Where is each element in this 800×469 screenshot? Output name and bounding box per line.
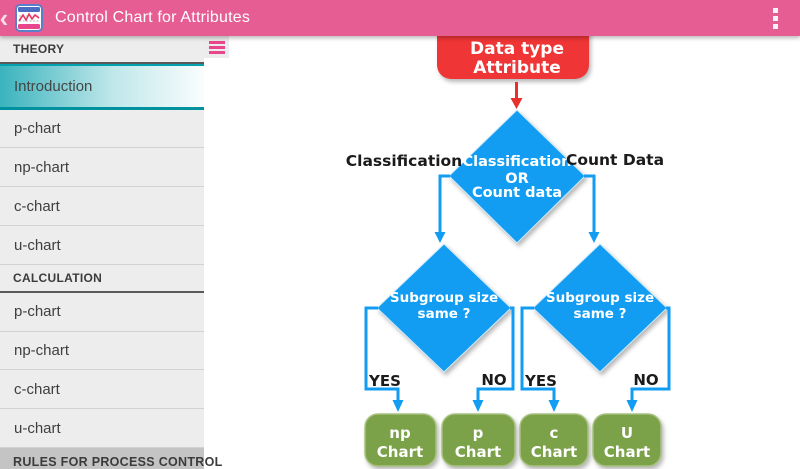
- label-yes-left: YES: [368, 372, 401, 390]
- hamburger-icon: [208, 40, 225, 44]
- flow-branch-right-yes: [520, 306, 560, 412]
- svg-text:Attribute: Attribute: [473, 58, 561, 78]
- label-no-right: NO: [633, 371, 658, 389]
- svg-text:Subgroup size: Subgroup size: [390, 290, 498, 306]
- svg-text:np: np: [389, 424, 411, 442]
- svg-text:OR: OR: [505, 171, 529, 187]
- svg-text:Chart: Chart: [377, 443, 423, 461]
- sidebar-item-p-chart-calc[interactable]: p-chart: [0, 292, 204, 332]
- svg-text:Data type: Data type: [470, 39, 564, 59]
- overflow-dot: [773, 7, 778, 13]
- flow-connector-right: [584, 174, 600, 243]
- svg-text:U: U: [621, 424, 633, 442]
- branch-label-classification: Classification: [346, 152, 462, 170]
- section-header-calculation: CALCULATION: [0, 264, 204, 293]
- overflow-dot: [773, 15, 778, 21]
- sidebar-item-c-chart-calc[interactable]: c-chart: [0, 370, 204, 410]
- svg-text:c: c: [550, 424, 559, 442]
- flow-node-p-chart: p Chart: [441, 413, 516, 467]
- nav-drawer: THEORY Introduction p-chart np-chart c-c…: [0, 36, 222, 469]
- sidebar-item-c-chart-theory[interactable]: c-chart: [0, 187, 204, 227]
- svg-text:p: p: [473, 424, 484, 442]
- svg-text:Classification: Classification: [463, 154, 572, 170]
- svg-text:Count data: Count data: [472, 185, 562, 201]
- svg-text:same ?: same ?: [574, 306, 627, 322]
- overflow-dot: [773, 23, 778, 29]
- flow-node-decision-right: Subgroup size same ?: [532, 243, 668, 373]
- svg-text:Chart: Chart: [531, 443, 577, 461]
- svg-text:Subgroup size: Subgroup size: [546, 290, 654, 306]
- flow-node-decision1: Classification OR Count data: [448, 109, 586, 244]
- section-header-rules: RULES FOR PROCESS CONTROL: [0, 448, 222, 469]
- svg-text:same ?: same ?: [418, 306, 471, 322]
- flow-node-c-chart: c Chart: [519, 413, 589, 467]
- flowchart-webview[interactable]: Data type Attribute Classification OR Co…: [204, 36, 800, 469]
- branch-label-count-data: Count Data: [566, 151, 664, 169]
- sidebar-item-np-chart-calc[interactable]: np-chart: [0, 331, 204, 371]
- sidebar-item-u-chart-calc[interactable]: u-chart: [0, 409, 204, 449]
- flow-node-decision-left: Subgroup size same ?: [376, 243, 512, 373]
- sidebar-item-u-chart-theory[interactable]: u-chart: [0, 226, 204, 265]
- page-title: Control Chart for Attributes: [55, 9, 251, 26]
- label-no-left: NO: [481, 371, 506, 389]
- app-header: ‹ Control Chart for Attributes: [0, 0, 800, 36]
- sidebar-item-p-chart-theory[interactable]: p-chart: [0, 109, 204, 149]
- svg-text:Chart: Chart: [604, 443, 650, 461]
- flow-branch-left-yes: [364, 306, 404, 412]
- svg-text:Chart: Chart: [455, 443, 501, 461]
- flow-connector-left: [434, 174, 450, 243]
- flow-node-np-chart: np Chart: [364, 413, 437, 467]
- app-icon: [15, 4, 43, 32]
- flow-branch-right-no: [626, 306, 671, 412]
- overflow-menu-icon[interactable]: [773, 7, 778, 29]
- drawer-toggle-button[interactable]: [204, 36, 229, 58]
- flow-node-start: Data type Attribute: [437, 36, 589, 79]
- sidebar-item-np-chart-theory[interactable]: np-chart: [0, 148, 204, 188]
- back-icon[interactable]: ‹: [0, 3, 9, 33]
- flowchart-diagram: Data type Attribute Classification OR Co…: [346, 36, 671, 467]
- sidebar-item-introduction[interactable]: Introduction: [0, 63, 204, 110]
- flow-arrow-start: [510, 82, 523, 109]
- section-header-theory: THEORY: [0, 36, 204, 64]
- flow-node-u-chart: U Chart: [592, 413, 662, 467]
- flow-branch-left-no: [472, 306, 515, 412]
- label-yes-right: YES: [524, 372, 557, 390]
